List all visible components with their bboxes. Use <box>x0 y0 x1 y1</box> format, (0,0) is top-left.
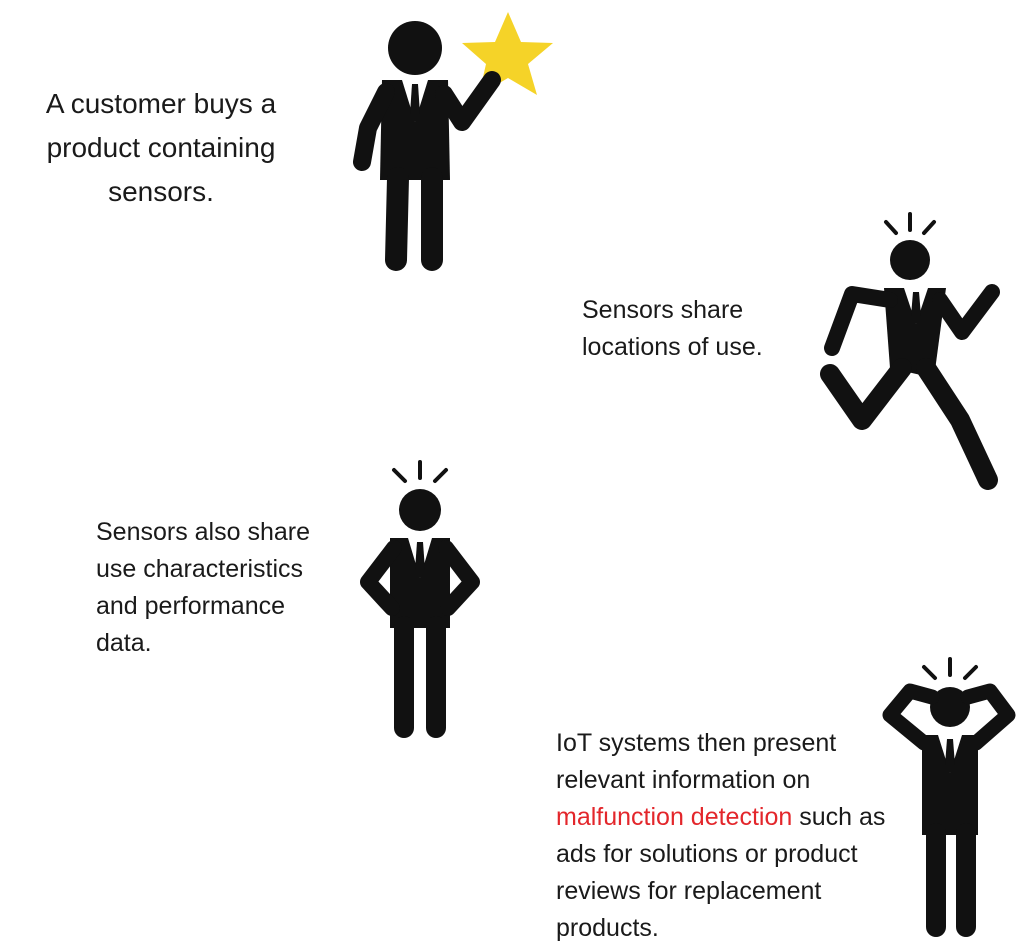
step-4-text-after: such as ads for solutions or product rev… <box>556 803 886 942</box>
step-3-text: Sensors also share use characteristics a… <box>96 518 311 657</box>
alert-lines-icon <box>392 460 448 483</box>
star-icon <box>462 12 553 95</box>
businessman-holding-star-icon <box>353 12 553 271</box>
step-4-highlight: malfunction detection <box>556 803 793 831</box>
businessman-hands-on-head-icon <box>882 657 1016 937</box>
alert-lines-icon <box>922 657 978 680</box>
step-1-text: A customer buys a product containing sen… <box>45 88 277 207</box>
step-4-text-before: IoT systems then present relevant inform… <box>556 729 837 794</box>
step-2-text: Sensors share locations of use. <box>582 296 763 361</box>
alert-lines-icon <box>884 212 936 235</box>
running-businessman-icon <box>820 212 1000 490</box>
step-4-text: IoT systems then present relevant inform… <box>556 725 886 947</box>
businessman-hands-on-hips-icon <box>360 460 480 738</box>
